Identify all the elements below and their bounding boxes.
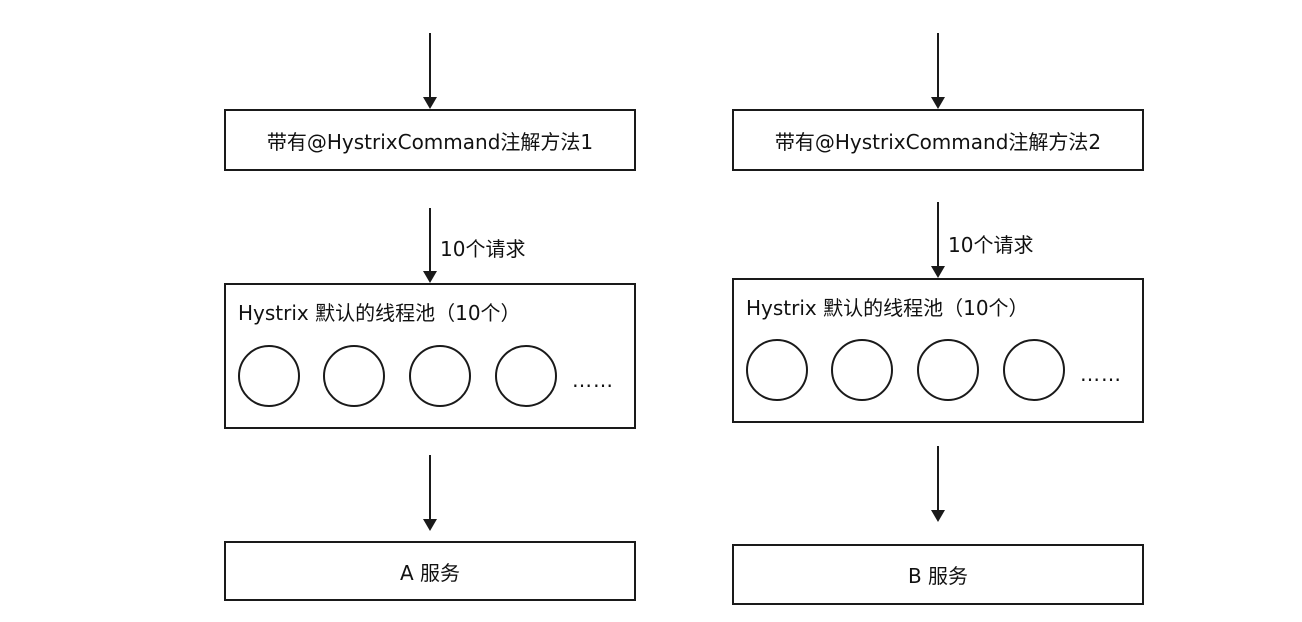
- service-arrow-2: [931, 446, 945, 522]
- method-box-2: 带有@HystrixCommand注解方法2: [732, 109, 1144, 171]
- service-box-b: B 服务: [732, 544, 1144, 605]
- thread-circle: [238, 345, 300, 407]
- thread-circle: [746, 339, 808, 401]
- thread-pool-box-1: Hystrix 默认的线程池（10个） ……: [224, 283, 636, 429]
- request-arrow-1: [423, 208, 437, 283]
- service-arrow-1: [423, 455, 437, 531]
- request-label-1: 10个请求: [440, 237, 526, 261]
- method-box-1: 带有@HystrixCommand注解方法1: [224, 109, 636, 171]
- request-label-2: 10个请求: [948, 233, 1034, 257]
- incoming-arrow-1: [423, 33, 437, 109]
- thread-ellipsis-1: ……: [572, 368, 614, 392]
- thread-pool-title-2: Hystrix 默认的线程池（10个）: [746, 296, 1029, 320]
- thread-circle: [1003, 339, 1065, 401]
- thread-circle: [917, 339, 979, 401]
- service-box-a: A 服务: [224, 541, 636, 601]
- thread-circle: [409, 345, 471, 407]
- thread-circle: [495, 345, 557, 407]
- incoming-arrow-2: [931, 33, 945, 109]
- method-label-2: 带有@HystrixCommand注解方法2: [774, 129, 1102, 154]
- thread-pool-box-2: Hystrix 默认的线程池（10个） ……: [732, 278, 1144, 423]
- service-label-b: B 服务: [907, 564, 969, 588]
- service-label-a: A 服务: [399, 560, 461, 585]
- request-arrow-2: [931, 202, 945, 278]
- method-label-1: 带有@HystrixCommand注解方法1: [266, 129, 594, 154]
- thread-ellipsis-2: ……: [1080, 362, 1122, 386]
- thread-circle: [831, 339, 893, 401]
- thread-pool-title-1: Hystrix 默认的线程池（10个）: [238, 301, 521, 325]
- thread-circle: [323, 345, 385, 407]
